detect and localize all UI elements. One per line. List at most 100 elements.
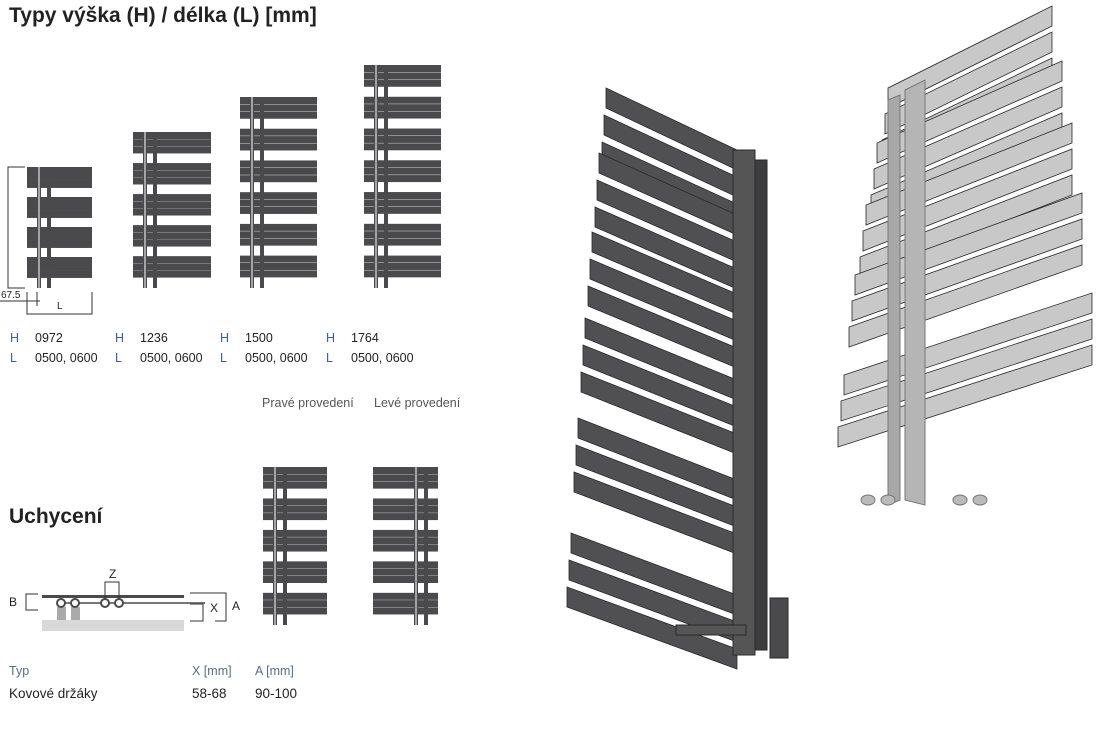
radiator-1500-bar [240,167,317,175]
radiator-1236-bar [133,225,211,233]
radiator-1500-bar [240,128,317,136]
label-z: Z [109,567,117,581]
bracket [71,607,80,620]
radiator-1500-bar [240,192,317,200]
radiator-right-bar [263,467,327,474]
radiator-1500-bar [240,255,317,263]
radiator-1500-bar [240,270,317,278]
radiator-left-bar [373,576,438,584]
radiator-left-bar [373,498,438,506]
render-light-column [887,94,901,506]
radiator-1764-rail [384,65,388,288]
radiator-0972-bar [27,173,92,181]
radiator-1764-bar [364,255,441,263]
radiator-1500-rail [260,97,264,288]
radiator-1500-bar [240,175,317,183]
radiator-1500-bar [240,97,317,104]
radiator-1236-bar [133,239,211,247]
radiator-0972-bar [27,270,92,278]
radiator-1764-bar [364,167,441,175]
header-x: X [mm] [192,664,232,678]
height-dimension [7,166,25,289]
radiator-0972-bar [27,167,92,174]
radiator-0972-bar [27,203,92,211]
radiator-right-bar [263,561,327,569]
radiator-right-bar [263,607,327,615]
bracket [57,607,66,620]
render-light-bar [837,344,1093,448]
z-dimension [104,581,120,599]
radiator-1236-bar [133,194,211,202]
radiator-1236-bar [133,232,211,240]
radiator-1764-bar [364,135,441,143]
radiator-1500-bar [240,223,317,231]
radiator-left-bar [373,474,438,482]
radiator-1236-bar [133,132,211,139]
radiator-right-bar [263,576,327,584]
radiator-1500-bar [240,199,317,207]
radiator-left-bar [373,544,438,552]
radiator-0972-bar [27,227,92,234]
radiator-right-bar [263,592,327,600]
radiator-1764-bar [364,104,441,112]
radiator-1764-bar [364,231,441,239]
radiator-0972-bar [27,257,92,264]
radiator-right-bar [263,544,327,552]
pipe-connection [70,598,80,608]
row-type: Kovové držáky [9,686,98,701]
radiator-1764-bar [364,199,441,207]
radiator-0972-bar [27,233,92,241]
mounting-title: Uchycení [9,505,103,528]
render-light-valve [860,494,876,506]
radiator-right-bar [263,513,327,521]
radiator-left-bar [373,568,438,576]
radiator-0972-bar [27,263,92,271]
radiator-1764-bar [364,192,441,200]
radiator-left-bar [373,592,438,600]
radiator-1764-bar [364,238,441,246]
radiator-left-bar [373,529,438,537]
a-dimension [190,592,227,622]
radiator-1236-bar [133,270,211,278]
radiator-1764-bar [364,270,441,278]
radiator-1236-rail [153,132,157,288]
pipe-connection [100,598,110,608]
radiator-1236-bar [133,256,211,264]
radiator-1500-bar [240,111,317,119]
render-light-valve [972,494,988,506]
offset-label: 67.5 [1,290,21,301]
render-light-valve [880,494,896,506]
radiator-0972-bar [27,210,92,218]
radiator-1236-bar [133,163,211,171]
radiator-1236-bar [133,170,211,178]
radiator-right-bar [263,568,327,576]
radiator-1500-bar [240,231,317,239]
radiator-1500-bar [240,104,317,112]
radiator-1764-bar [364,72,441,80]
radiator-1236-bar [133,146,211,154]
wall [42,620,184,631]
pipe-connection [114,598,124,608]
radiator-1764-bar [364,175,441,183]
radiator-right-bar [263,481,327,489]
radiator-1500-bar [240,136,317,144]
radiator-1236-bar [133,177,211,185]
variant-right-label: Pravé provedení [262,396,354,410]
length-dimension [26,292,93,315]
radiator-right-bar [263,505,327,513]
radiator-1764-bar [364,79,441,87]
variant-left-label: Levé provedení [374,396,461,410]
radiator-1500-bar [240,238,317,246]
radiator-left-rail [424,467,428,625]
render-dark-valve [769,597,789,659]
radiator-1236-bar [133,208,211,216]
radiator-left-bar [373,513,438,521]
radiator-0972-rail [47,167,51,288]
radiator-1764-bar [364,160,441,168]
radiator-0972-bar [27,197,92,204]
b-dimension [25,593,38,611]
render-dark-pipe [675,624,747,636]
